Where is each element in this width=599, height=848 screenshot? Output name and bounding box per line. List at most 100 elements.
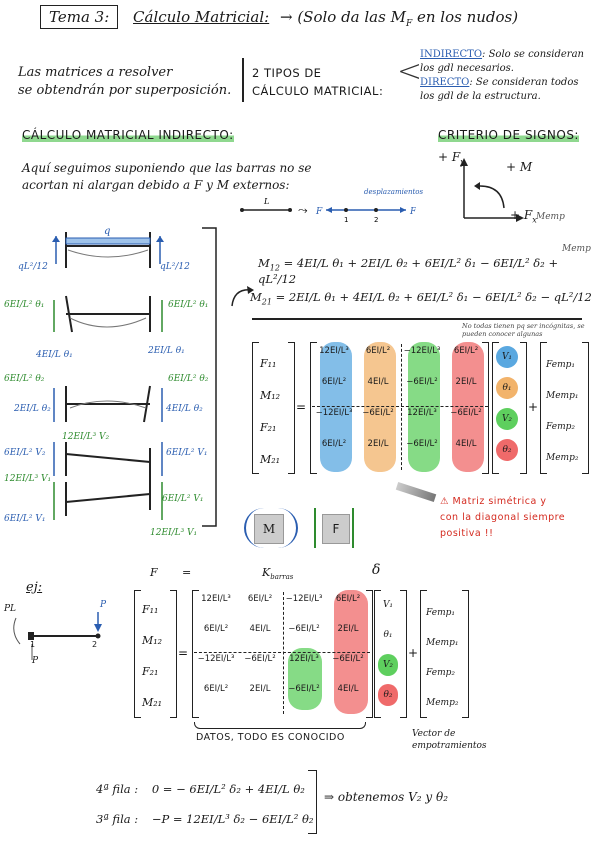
legend-f-line-right: [352, 508, 354, 548]
m2-memp2: Memp₂: [426, 698, 459, 708]
divider: [242, 58, 244, 102]
k22: 4EI/L: [367, 377, 389, 387]
warning-icon: ⚠: [440, 496, 453, 507]
directo-label: DIRECTO: [420, 77, 470, 88]
svg-text:2: 2: [374, 216, 378, 224]
types-label: 2 TIPOS DE CÁLCULO MATRICIAL:: [252, 64, 383, 100]
svg-text:L: L: [263, 197, 269, 206]
matrix1-cells: 12EI/L³ 6EI/L² −12EI/L³ 6EI/L² 6EI/L² 4E…: [312, 346, 488, 470]
bracket-right: [288, 342, 295, 474]
k42: 2EI/L: [367, 439, 389, 449]
intro-line-1: Las matrices a resolver: [18, 65, 173, 80]
example-node2: 2: [92, 640, 98, 649]
m-label: + M: [506, 160, 533, 174]
matrix1-row-2: 6EI/L² 4EI/L −6EI/L² 2EI/L: [312, 377, 488, 408]
final-equations: 4ª fila : 0 = − 6EI/L² δ₂ + 4EI/L θ₂ 3ª …: [96, 774, 314, 834]
m2-k-bracket-right: [366, 590, 373, 718]
k33: 12EI/L³: [407, 408, 437, 418]
svg-text:⤳: ⤳: [298, 203, 308, 217]
k43: −6EI/L²: [406, 439, 438, 449]
types-defs: INDIRECTO: Solo se consideran los gdl ne…: [420, 48, 584, 104]
k12: 6EI/L²: [365, 346, 391, 356]
page-title: Cálculo Matricial:: [133, 8, 270, 26]
label-delta: δ: [372, 562, 381, 578]
matrix2-vector: V₁ θ₁ V₂ θ₂: [378, 594, 398, 706]
label-r1d: 2EI/L θ₁: [148, 346, 185, 356]
row3-equation: −P = 12EI/L³ δ₂ − 6EI/L² θ₂: [151, 812, 314, 826]
m2-equals-sign: =: [178, 646, 189, 660]
indirecto-label: INDIRECTO: [420, 49, 483, 60]
ql2-left: qL²/12: [18, 262, 48, 272]
m2-lhs-f11: F₁₁: [142, 603, 159, 616]
section-title-indirecto: CÁLCULO MATRICIAL INDIRECTO:: [22, 128, 234, 142]
k-bracket-right: [482, 342, 489, 474]
label-r2c: 2EI/L θ₂: [14, 404, 51, 414]
m2-k44: 4EI/L: [337, 684, 359, 694]
m2-k41: 6EI/L²: [203, 684, 229, 694]
m2-v-bracket-right: [400, 590, 407, 718]
desplazamientos-note: desplazamientos: [364, 188, 424, 196]
bracket-left: [252, 342, 259, 474]
label-r2d: 4EI/L θ₂: [166, 404, 203, 414]
label-r4c: 6EI/L² V₁: [162, 494, 204, 504]
m2-lhs-f21: F₂₁: [142, 665, 159, 678]
matrix1-row-1: 12EI/L³ 6EI/L² −12EI/L³ 6EI/L²: [312, 346, 488, 377]
legend-m-frame: [244, 508, 298, 548]
matrix-hdash: [312, 406, 488, 407]
m2-k13: −12EI/L³: [285, 594, 323, 604]
equation-m21: M21 = 2EI/L θ₁ + 4EI/L θ₂ + 6EI/L² δ₁ − …: [250, 290, 592, 307]
equation-rule: [252, 318, 582, 320]
q-label: q: [104, 226, 111, 237]
ql2-right: qL²/12: [160, 262, 190, 272]
indirecto-text-2: los gdl necesarios.: [420, 63, 514, 74]
k21: 6EI/L²: [321, 377, 347, 387]
subtitle-end: en los nudos): [417, 8, 519, 26]
lhs-f21: F₂₁: [260, 421, 277, 434]
m2-bracket-right: [170, 590, 177, 718]
m2-highlight-col3: [288, 648, 322, 710]
beam-superposition-diagrams: [52, 227, 217, 527]
m2-v-bracket-left: [374, 590, 381, 718]
label-r3b: 6EI/L² V₂: [4, 448, 46, 458]
svg-text:F: F: [409, 207, 416, 217]
col-highlight-4: [452, 342, 484, 472]
memp-label-2: Memp: [562, 244, 591, 254]
types-line-1: 2 TIPOS DE: [252, 66, 322, 80]
tema-label: Tema 3:: [40, 5, 119, 29]
m2-k42: 2EI/L: [249, 684, 271, 694]
col-highlight-2: [364, 342, 396, 472]
brace-icon: <: [397, 54, 423, 89]
svg-text:F: F: [315, 207, 323, 217]
example-title: ej:: [26, 580, 43, 595]
underbrace-datos: [194, 722, 366, 729]
label-r1b: 6EI/L² θ₁: [168, 300, 209, 310]
header: Tema 3: Cálculo Matricial: → (Solo da la…: [40, 5, 519, 29]
displacement-sketch: L ⤳ F 1 2 F: [240, 197, 416, 224]
section1-line-2: acortan ni alargan debido a F y M extern…: [22, 178, 290, 192]
m2-v2-circle: V₂: [378, 654, 398, 676]
vector-emp-line-2: empotramientos: [412, 741, 487, 751]
vector-emp-line-1: Vector de: [412, 729, 456, 739]
label-f: F: [150, 566, 158, 579]
matrix2-row-2: 6EI/L² 4EI/L −6EI/L² 2EI/L: [194, 624, 370, 654]
matrix2-cells: 12EI/L³ 6EI/L² −12EI/L³ 6EI/L² 6EI/L² 4E…: [194, 594, 370, 714]
m2-k11: 12EI/L³: [201, 594, 231, 604]
m2-v1: V₁: [382, 600, 394, 610]
matrix1-row-4: 6EI/L² 2EI/L −6EI/L² 4EI/L: [312, 439, 488, 470]
legend-f-line-left: [314, 508, 316, 548]
k41: 6EI/L²: [321, 439, 347, 449]
m2-k33: 12EI/L³: [289, 654, 319, 664]
example-p: P: [100, 600, 107, 610]
m2-hdash: [194, 652, 370, 653]
m2-k22: 4EI/L: [249, 624, 271, 634]
svg-text:1: 1: [344, 216, 348, 224]
matrix1-emp: Femp₁ Memp₁ Femp₂ Memp₂: [546, 350, 578, 474]
beam-displacement-2: [53, 442, 163, 482]
page-subtitle: → (Solo da las M: [279, 8, 406, 26]
label-r2a: 6EI/L² θ₂: [4, 374, 45, 384]
label-r4a: 12EI/L³ V₁: [4, 474, 52, 484]
label-eq: =: [182, 566, 192, 579]
k32: −6EI/L²: [362, 408, 394, 418]
theta1-circle: θ₁: [496, 377, 518, 399]
directo-text: : Se consideran todos: [469, 77, 579, 88]
